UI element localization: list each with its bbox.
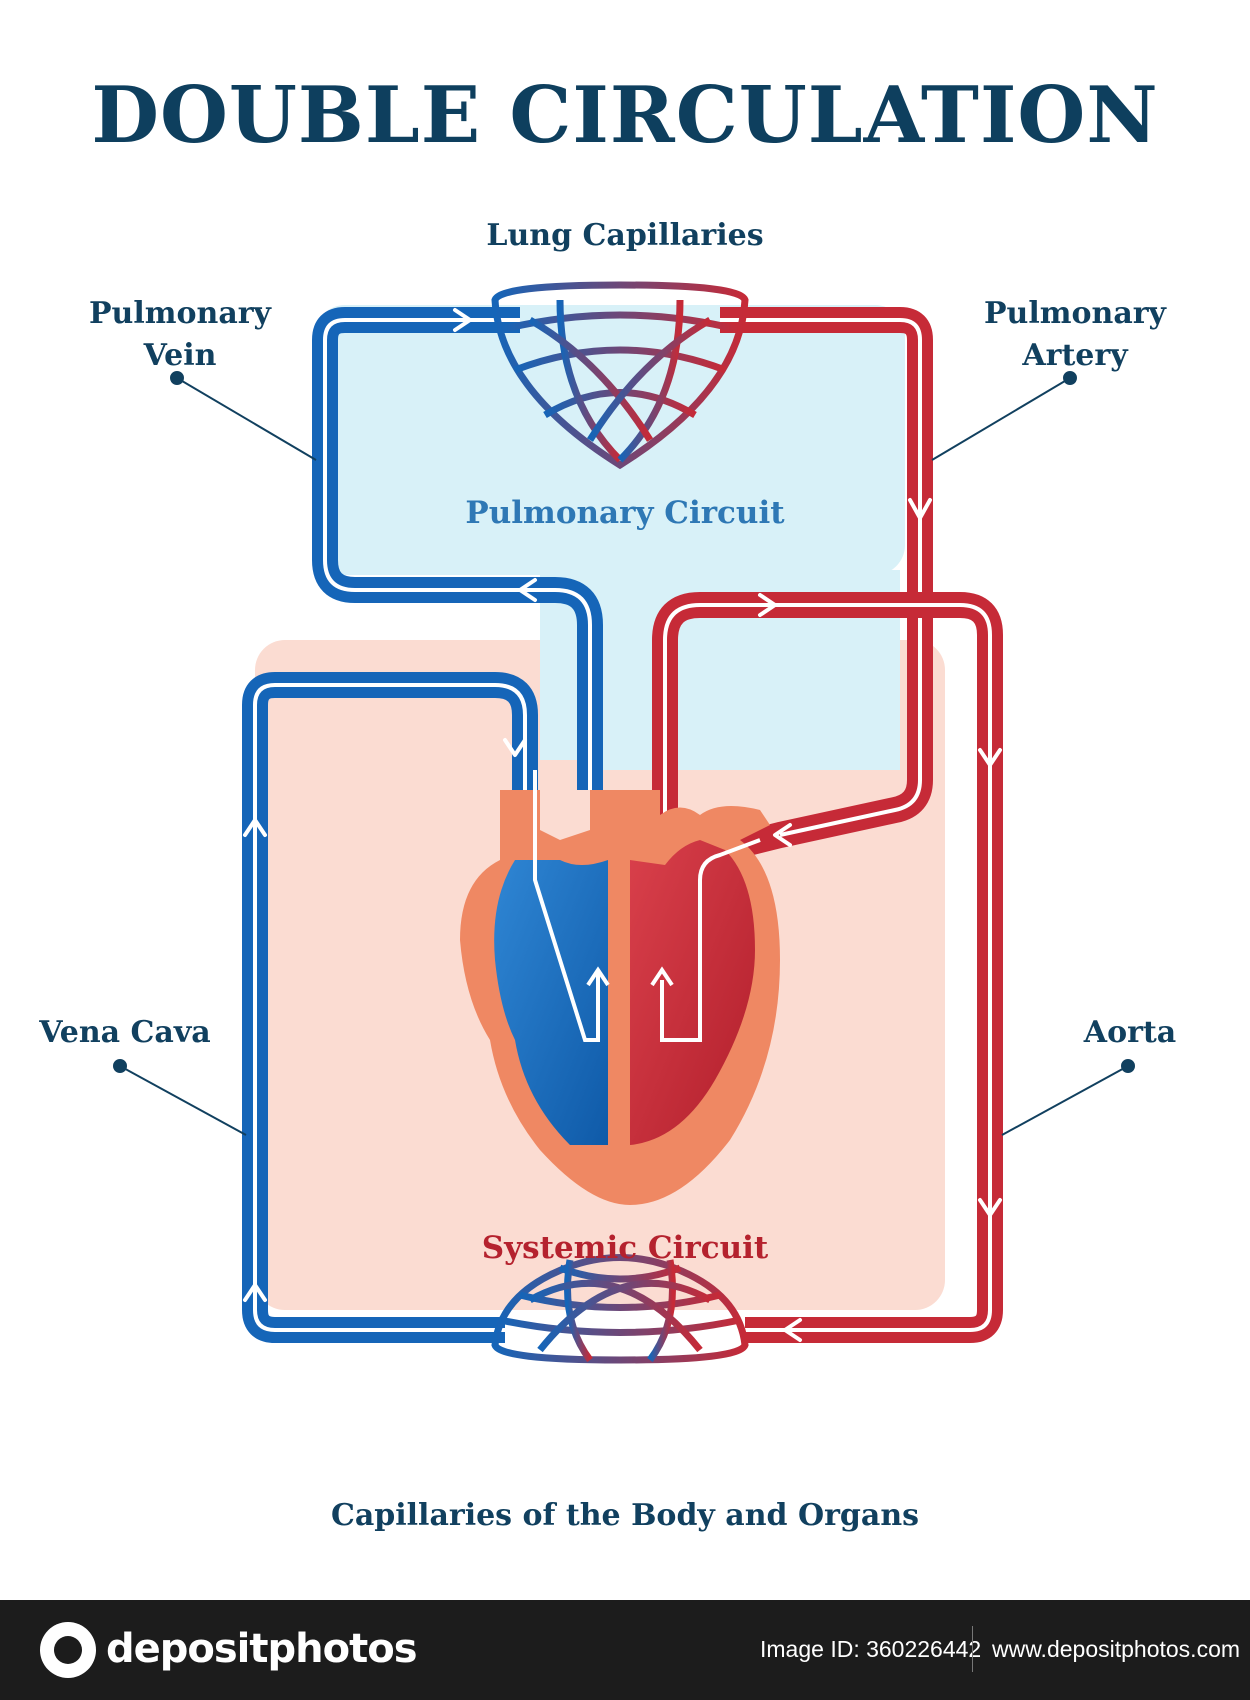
systemic-circuit-label: Systemic Circuit [481,1230,769,1266]
heart-flow-path-left [533,770,600,1042]
arrow-icon [586,966,610,987]
arrow-icon [978,748,1002,767]
heart-flow-path-right [660,838,761,1042]
pulmonary-vein-pointer [176,377,317,461]
arrow-icon [518,578,537,602]
lung-capillaries-network [491,281,749,470]
heart [460,770,780,1205]
arrow-icon [783,1318,802,1342]
arrow-icon [650,966,674,987]
septum [608,900,630,1150]
pulmonary-vein-label: Pulmonary Vein [88,296,271,373]
vena-cava-label: Vena Cava [39,1015,211,1050]
site-url[interactable]: www.depositphotos.com [992,1636,1241,1662]
pulmonary-artery-label: Pulmonary Artery [983,296,1166,373]
arrow-icon [503,738,527,757]
arrow-icon [243,1283,267,1302]
vena-cava-pointer [119,1065,247,1136]
diagram-title: DOUBLE CIRCULATION [91,70,1159,161]
footer-divider [972,1626,973,1672]
aorta-pointer [1001,1065,1129,1136]
stock-footer: depositphotos Image ID: 360226442 www.de… [0,1600,1250,1700]
arrow-icon [978,1198,1002,1217]
image-id: Image ID: 360226442 [760,1636,982,1662]
arrow-icon [758,593,777,617]
aorta-label: Aorta [1083,1015,1177,1050]
arrow-icon [453,308,472,332]
pulmonary-circuit-label: Pulmonary Circuit [465,495,785,531]
heart-left-side [630,840,755,1145]
brand-name: depositphotos [106,1626,418,1672]
lung-capillaries-label: Lung Capillaries [486,218,764,253]
arrow-icon [908,498,932,520]
depositphotos-logo-icon [40,1622,96,1678]
double-circulation-diagram [113,281,1135,1364]
body-capillaries-network [491,1254,749,1364]
body-capillaries-label: Capillaries of the Body and Organs [330,1498,920,1533]
arrow-icon [773,823,792,847]
pulmonary-artery-pointer [931,377,1071,461]
pulmonary-region-fill [315,305,905,575]
arrow-icon [243,818,267,837]
heart-right-side [494,860,608,1145]
